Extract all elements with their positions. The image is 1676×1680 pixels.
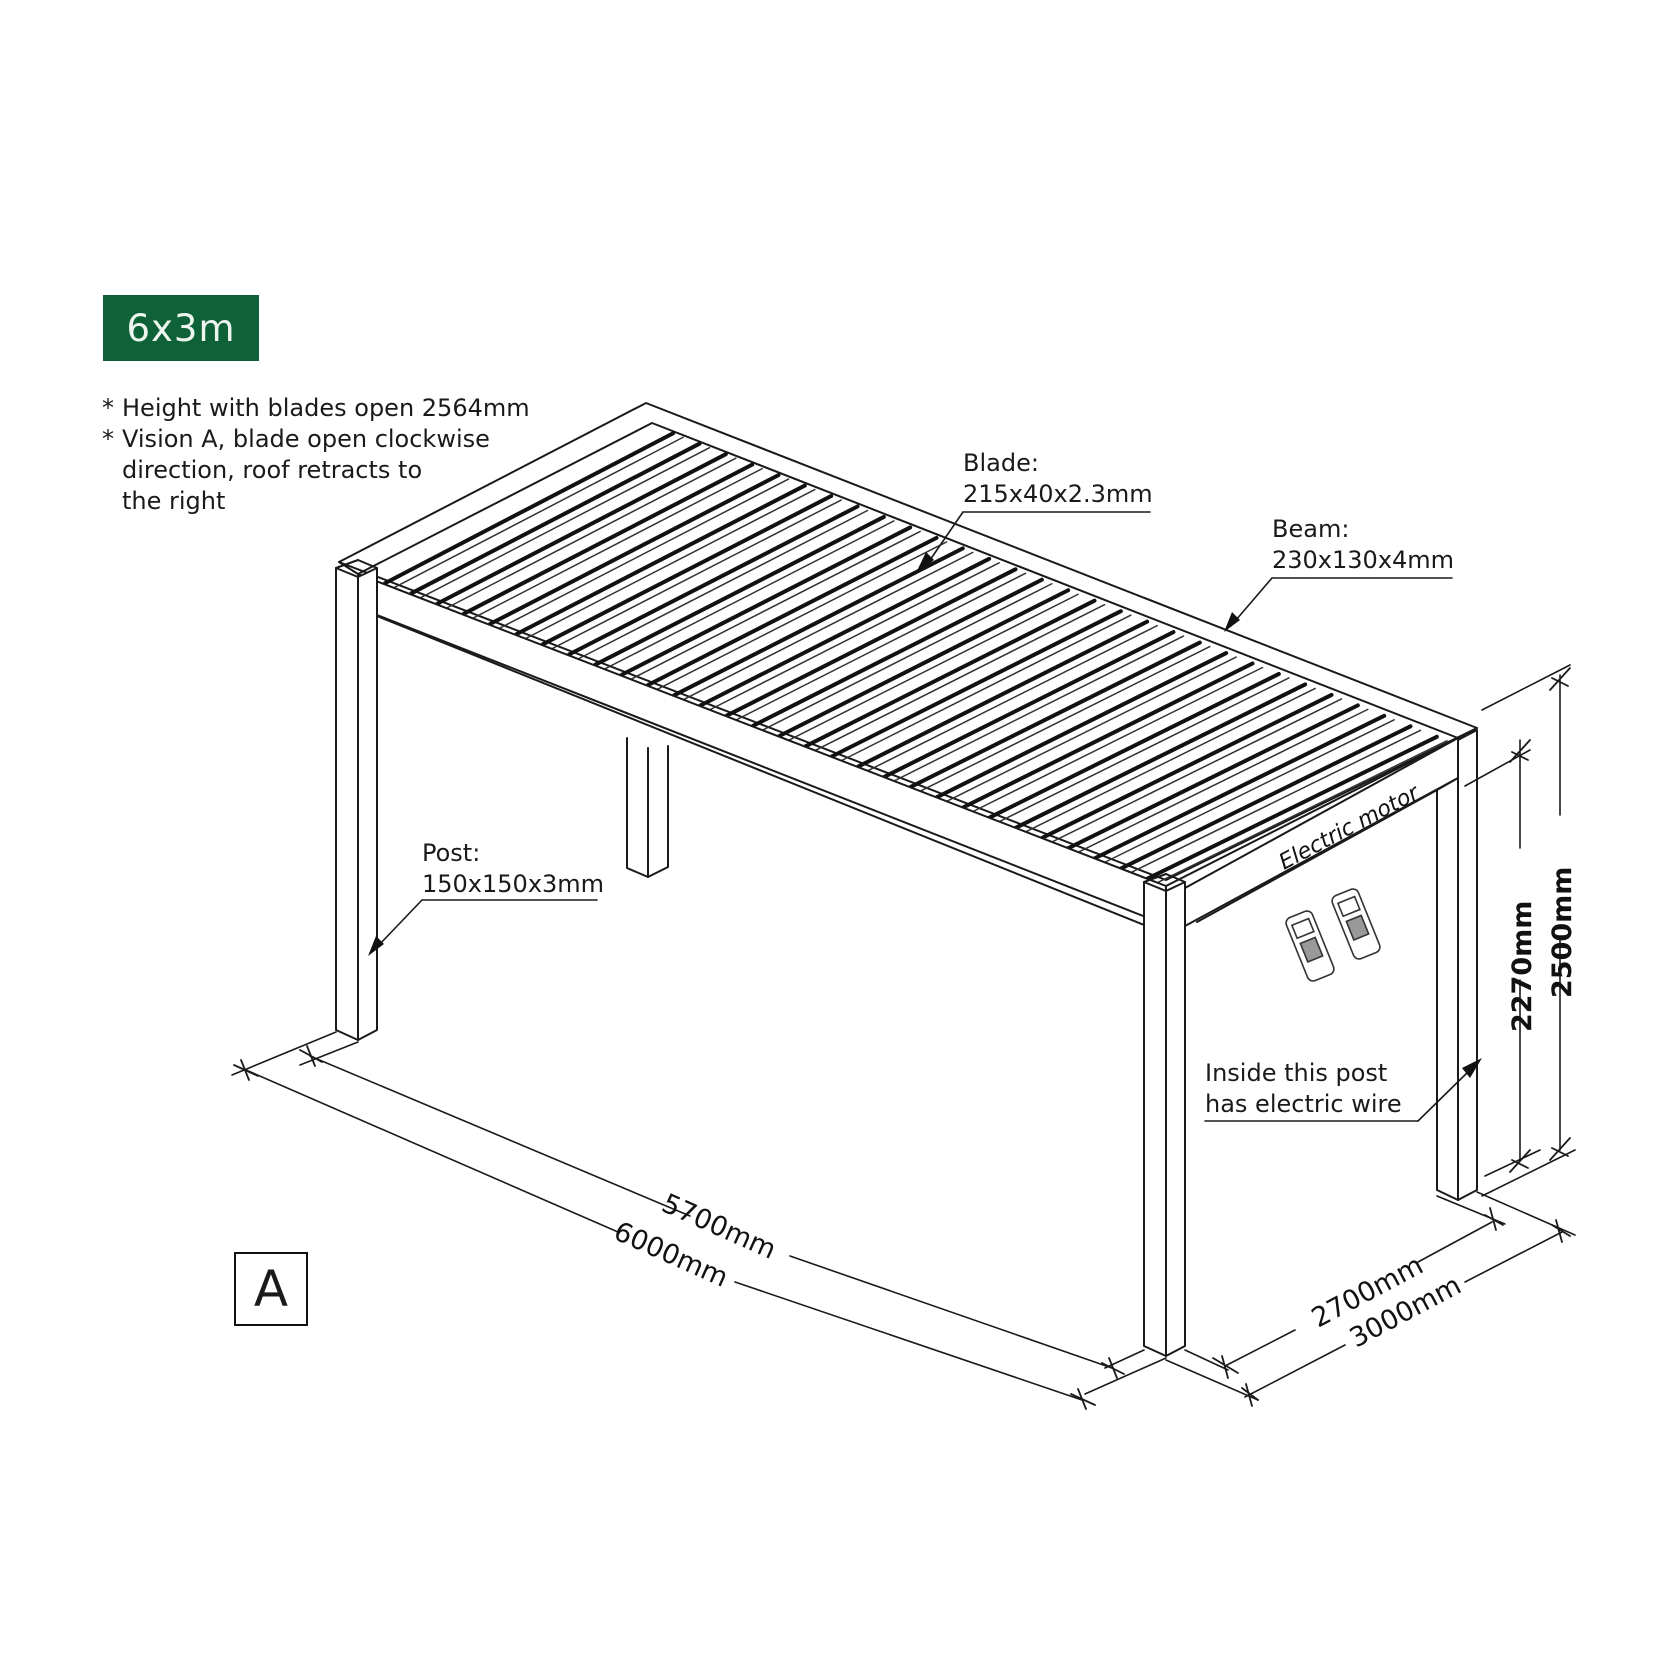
front-left-post [335,559,378,1041]
roof-blades [383,431,1448,884]
blade-callout: Blade: 215x40x2.3mm [963,448,1153,510]
beam-spec: 230x130x4mm [1272,546,1455,574]
post-spec: 150x150x3mm [422,870,605,898]
size-badge: 6x3m [103,295,259,361]
remote-control-icon [1285,888,1381,982]
spec-notes: * Height with blades open 2564mm * Visio… [102,393,530,517]
length-dimensions [231,1031,1167,1410]
roof-frame [338,402,1478,887]
note-vision-line2: direction, roof retracts to [122,456,423,484]
back-middle-post [626,737,669,878]
width-dimensions [1165,1191,1576,1407]
back-right-post [1436,729,1478,1201]
post-title: Post: [422,839,481,867]
front-right-post [1143,873,1186,1357]
leader-arrows [368,552,1482,1078]
size-badge-label: 6x3m [126,306,236,350]
note-vision: * Vision A, blade open clockwise [102,425,490,453]
leader-lines [377,511,1471,1122]
dim-2500: 2500mm [1547,867,1578,998]
beam-callout: Beam: 230x130x4mm [1272,514,1454,576]
note-height: * Height with blades open 2564mm [102,394,530,422]
wire-line2: has electric wire [1205,1090,1402,1118]
post-callout: Post: 150x150x3mm [422,838,604,900]
dim-2270: 2270mm [1507,901,1538,1032]
wire-line1: Inside this post [1205,1059,1388,1087]
wire-callout: Inside this post has electric wire [1205,1058,1402,1120]
blade-spec: 215x40x2.3mm [963,480,1153,508]
height-dimensions [1464,664,1576,1197]
note-vision-line3: the right [122,487,226,515]
view-label-box: A [234,1252,308,1326]
view-label: A [253,1260,289,1318]
beam-title: Beam: [1272,515,1350,543]
blade-title: Blade: [963,449,1039,477]
